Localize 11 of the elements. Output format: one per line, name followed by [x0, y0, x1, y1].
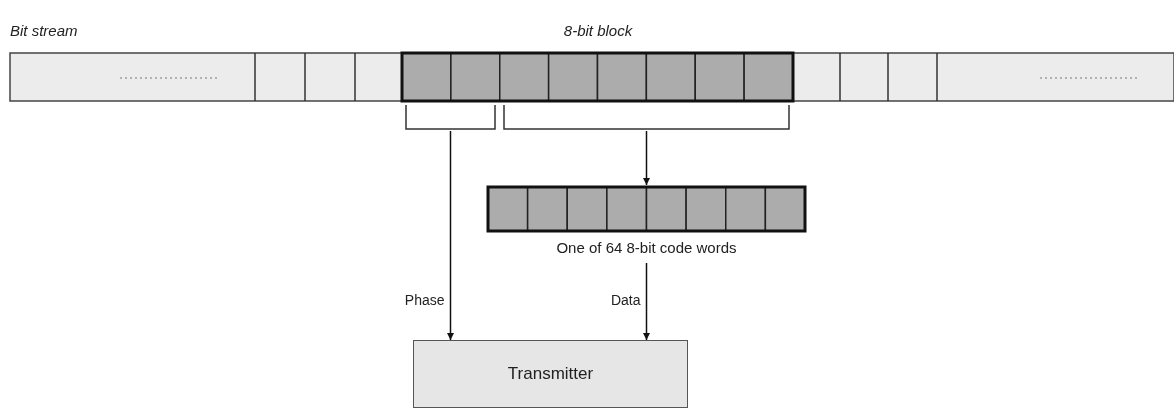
transmitter-box: Transmitter [413, 340, 688, 408]
stream-label: Bit stream [10, 22, 78, 39]
code-word-caption: One of 64 8-bit code words [555, 239, 738, 256]
block-label: 8-bit block [562, 22, 634, 39]
arrow [643, 130, 650, 186]
arrow [643, 262, 650, 341]
bit-bracket [500, 103, 793, 131]
edge-label: Data [609, 292, 642, 308]
bit-bracket [402, 103, 499, 131]
arrow [447, 130, 454, 341]
edge-label: Phase [403, 292, 446, 308]
